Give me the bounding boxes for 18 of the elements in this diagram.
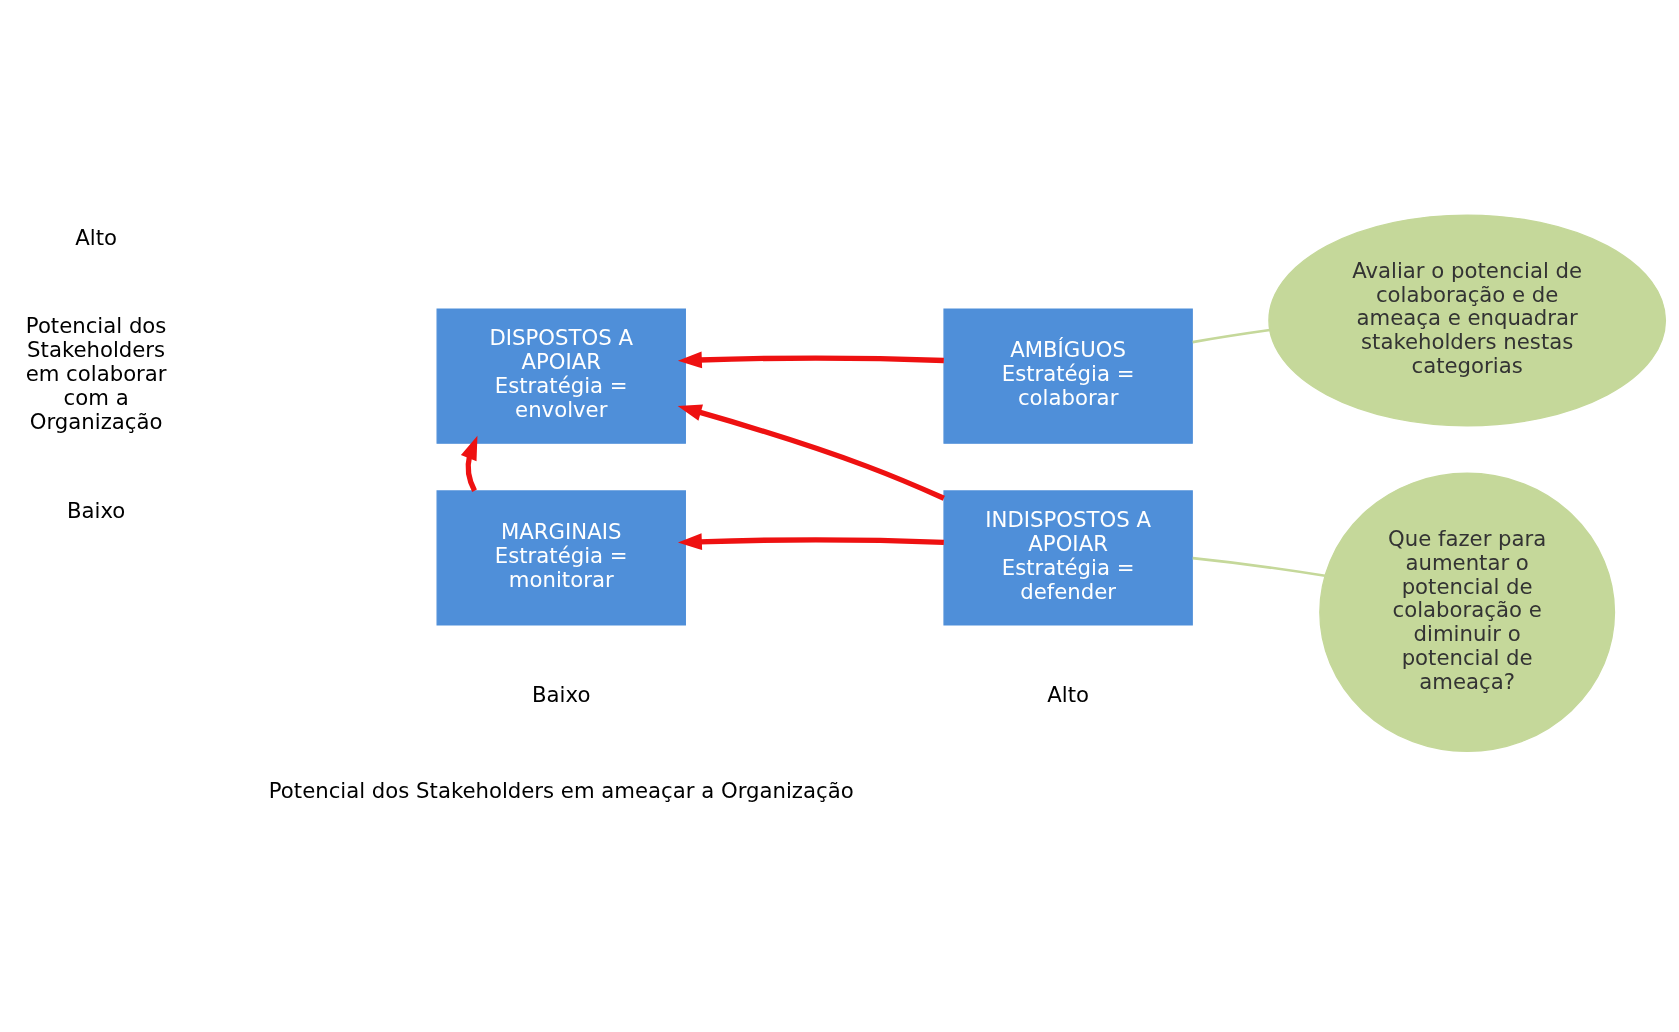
label: Potencial dos Stakeholders em ameaçar a Organização (268, 777, 854, 803)
node-box: AMBÍGUOS Estratégia = colaborar (943, 308, 1193, 444)
label: Alto (1047, 682, 1089, 708)
arrow (677, 533, 944, 551)
connector (1192, 556, 1326, 578)
node-ellipse: Avaliar o potencial de colaboração e de ameaça e enquadrar stakeholders nestas categorias (1268, 214, 1667, 427)
label: Alto (75, 224, 117, 250)
label: Potencial dos Stakeholders em colaborar com a Organização (25, 313, 167, 434)
arrow (677, 404, 945, 501)
connector (1192, 328, 1271, 344)
node-circle: Que fazer para aumentar o potencial de colaboração e diminuir o potencial de ameaça? (1319, 472, 1616, 753)
arrow (460, 435, 478, 493)
arrow (677, 351, 944, 369)
node-box: INDISPOSTOS A APOIAR Estratégia = defender (943, 490, 1193, 626)
label: Baixo (532, 682, 591, 708)
node-box: MARGINAIS Estratégia = monitorar (436, 490, 686, 626)
label: Baixo (66, 497, 126, 523)
node-box: DISPOSTOS A APOIAR Estratégia = envolver (436, 308, 686, 444)
